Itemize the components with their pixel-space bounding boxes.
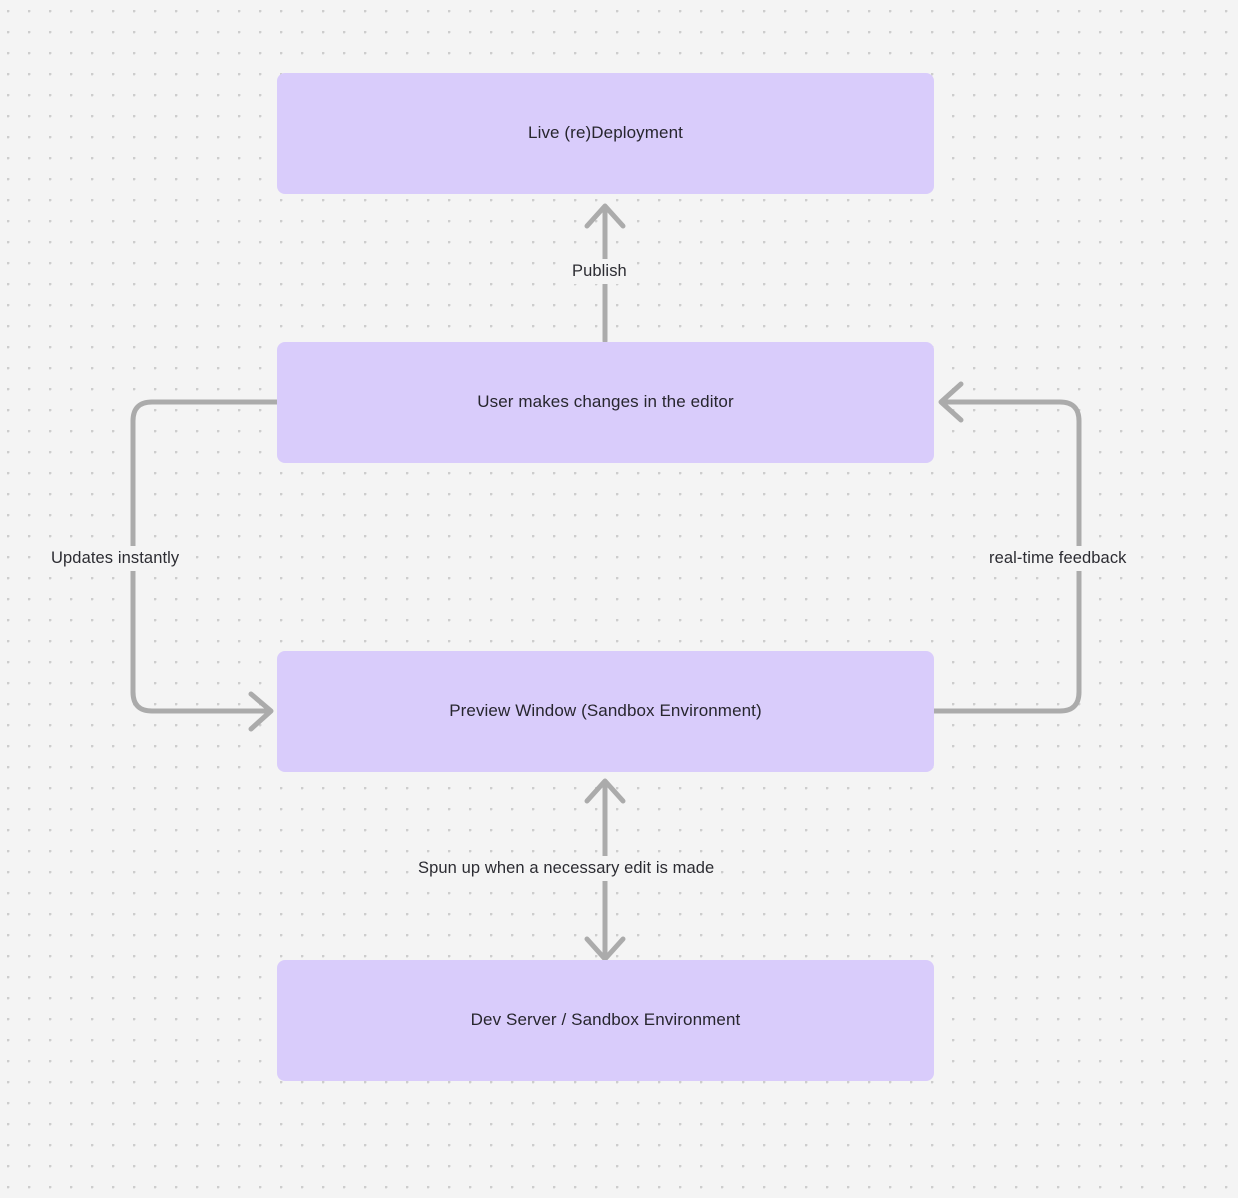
edge-label-real-time-feedback: real-time feedback — [984, 546, 1132, 571]
node-user-edits-label: User makes changes in the editor — [477, 392, 734, 412]
node-preview-window-label: Preview Window (Sandbox Environment) — [449, 701, 762, 721]
edge-label-publish: Publish — [567, 259, 632, 284]
node-dev-server[interactable]: Dev Server / Sandbox Environment — [277, 960, 934, 1081]
node-user-edits[interactable]: User makes changes in the editor — [277, 342, 934, 463]
node-preview-window[interactable]: Preview Window (Sandbox Environment) — [277, 651, 934, 772]
edge-spun-up-arrowhead-up — [584, 778, 626, 804]
node-live-deployment[interactable]: Live (re)Deployment — [277, 73, 934, 194]
edge-label-spun-up: Spun up when a necessary edit is made — [413, 856, 720, 881]
edge-updates-instantly-arrowhead — [248, 691, 274, 732]
edge-real-time-feedback-arrowhead — [938, 381, 964, 423]
edge-spun-up-arrowhead-down — [584, 936, 626, 962]
edge-label-updates-instantly: Updates instantly — [46, 546, 185, 571]
node-live-deployment-label: Live (re)Deployment — [528, 123, 683, 143]
edge-publish-arrowhead — [584, 203, 626, 229]
node-dev-server-label: Dev Server / Sandbox Environment — [470, 1010, 741, 1030]
